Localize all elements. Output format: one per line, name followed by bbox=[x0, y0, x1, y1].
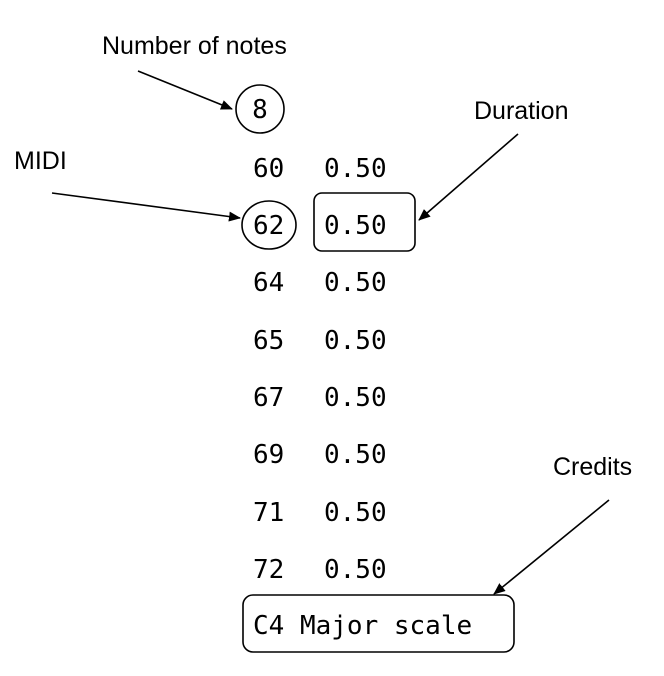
note-midi: 67 bbox=[253, 383, 284, 413]
note-midi: 62 bbox=[253, 211, 284, 241]
midi-arrow bbox=[51, 192, 241, 222]
credits-box bbox=[242, 594, 515, 653]
note-duration: 0.50 bbox=[324, 211, 387, 241]
credits-arrow bbox=[493, 499, 610, 595]
note-duration: 0.50 bbox=[324, 383, 387, 413]
note-midi: 69 bbox=[253, 440, 284, 470]
note-rows: 60 0.50 62 0.50 64 0.50 65 0.50 67 0.50 … bbox=[253, 154, 387, 585]
note-midi: 72 bbox=[253, 555, 284, 585]
note-duration: 0.50 bbox=[324, 268, 387, 298]
midi-label: MIDI bbox=[14, 147, 67, 175]
note-duration: 0.50 bbox=[324, 154, 387, 184]
credits-label: Credits bbox=[553, 453, 632, 481]
duration-box bbox=[313, 192, 416, 252]
count-circle bbox=[235, 84, 285, 134]
note-midi: 60 bbox=[253, 154, 284, 184]
note-midi: 71 bbox=[253, 498, 284, 528]
note-duration: 0.50 bbox=[324, 555, 387, 585]
note-duration: 0.50 bbox=[324, 440, 387, 470]
note-midi: 65 bbox=[253, 326, 284, 356]
credits-text: C4 Major scale bbox=[253, 611, 472, 641]
note-duration: 0.50 bbox=[324, 498, 387, 528]
note-midi: 64 bbox=[253, 268, 284, 298]
duration-label: Duration bbox=[474, 97, 569, 125]
note-duration: 0.50 bbox=[324, 326, 387, 356]
midi-circle bbox=[241, 200, 297, 250]
number-of-notes-label: Number of notes bbox=[102, 32, 287, 60]
duration-arrow bbox=[418, 133, 519, 221]
note-count: 8 bbox=[252, 95, 268, 125]
number-of-notes-arrow bbox=[137, 70, 233, 110]
